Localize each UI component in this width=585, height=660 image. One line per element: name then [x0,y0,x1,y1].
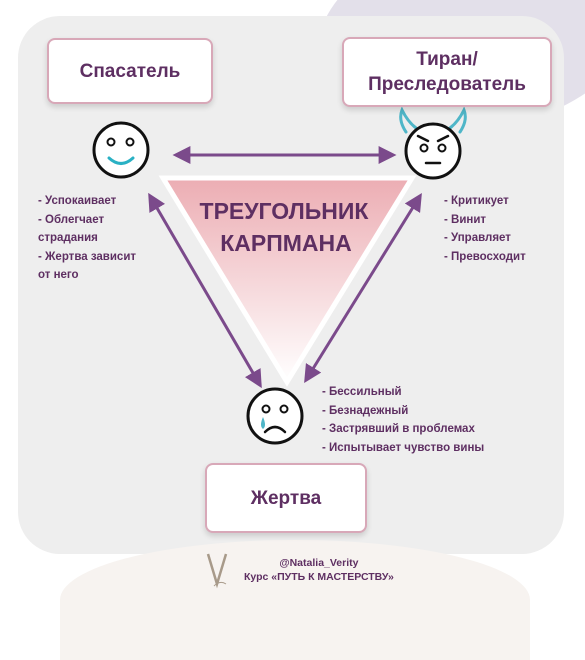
tyrant-box: Тиран/ Преследователь [342,37,552,107]
trait-item: - Жертва зависит [38,250,137,263]
arrow-tyrant-victim [304,192,422,384]
rescuer-label: Спасатель [79,60,181,82]
rescuer-traits-list: - Успокаивает - Облегчает страдания - Же… [38,192,170,285]
trait-item: - Застрявший в проблемах [322,423,475,435]
trait-item: - Облегчает [38,213,105,226]
trait-item: - Управляет [444,232,511,244]
tyrant-label-line2: Преследователь [368,74,526,95]
course-title: Курс «ПУТЬ К МАСТЕРСТВУ» [244,571,394,583]
horned-face-icon [399,106,467,180]
karpman-triangle-diagram: ТРЕУГОЛЬНИК КАРПМАНА [92,106,467,445]
rescuer-box: Спасатель [47,38,213,104]
victim-traits-list: - Бессильный - Безнадежный - Застрявший … [322,383,522,457]
trait-item: - Безнадежный [322,404,409,417]
logo-v-icon [206,553,228,589]
victim-box: Жертва [205,463,367,533]
trait-item: - Превосходит [444,250,526,263]
trait-item: - Винит [444,213,487,226]
smiley-face-icon [92,121,150,179]
sad-crying-face-icon [246,387,304,445]
arrow-rescuer-victim [148,192,262,389]
triangle-title-line1: ТРЕУГОЛЬНИК [200,198,370,224]
tyrant-label-line1: Тиран/ [416,49,478,70]
author-handle: @Natalia_Verity [279,557,359,569]
trait-item: - Бессильный [322,386,402,398]
tyrant-traits-list: - Критикует - Винит - Управляет - Превос… [444,192,564,266]
triangle-title-line2: КАРПМАНА [220,230,352,256]
trait-item: - Испытывает чувство вины [322,441,485,454]
trait-item: - Успокаивает [38,195,117,207]
footer: @Natalia_Verity Курс «ПУТЬ К МАСТЕРСТВУ» [200,550,530,590]
trait-item: от него [38,269,79,281]
trait-item: - Критикует [444,195,509,207]
victim-label: Жертва [250,487,322,509]
trait-item: страдания [38,232,98,244]
